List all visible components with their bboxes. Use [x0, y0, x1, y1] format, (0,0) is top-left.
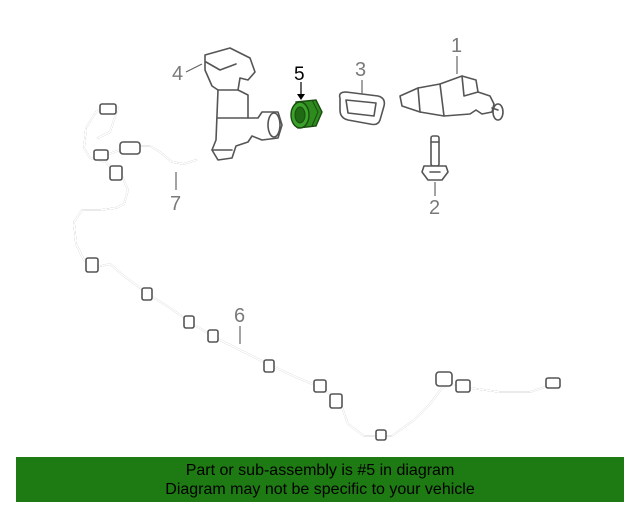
part-5-grommet[interactable] [290, 99, 323, 129]
callout-2: 2 [429, 197, 440, 219]
part-7-pump-hose[interactable] [73, 103, 197, 269]
banner-line-1: Part or sub-assembly is #5 in diagram [185, 462, 455, 479]
callout-3: 3 [355, 59, 366, 81]
parts-diagram: 4 5 3 1 2 [73, 35, 561, 441]
part-6-hose-assembly[interactable] [85, 257, 561, 441]
callout-4-leader [185, 63, 203, 73]
callout-1: 1 [451, 35, 462, 57]
callout-5-arrowhead [297, 94, 305, 100]
callout-6: 6 [234, 305, 245, 327]
part-2-bolt[interactable] [421, 135, 449, 181]
callout-7: 7 [170, 193, 181, 215]
part-3-nozzle-cover[interactable] [338, 91, 386, 126]
part-1-nozzle-assembly[interactable] [399, 75, 504, 121]
callout-4: 4 [172, 63, 183, 85]
part-4-washer-pump[interactable] [204, 47, 283, 161]
info-banner: Part or sub-assembly is #5 in diagram Di… [16, 457, 624, 502]
banner-line-2: Diagram may not be specific to your vehi… [165, 481, 475, 498]
callout-5: 5 [294, 64, 305, 85]
